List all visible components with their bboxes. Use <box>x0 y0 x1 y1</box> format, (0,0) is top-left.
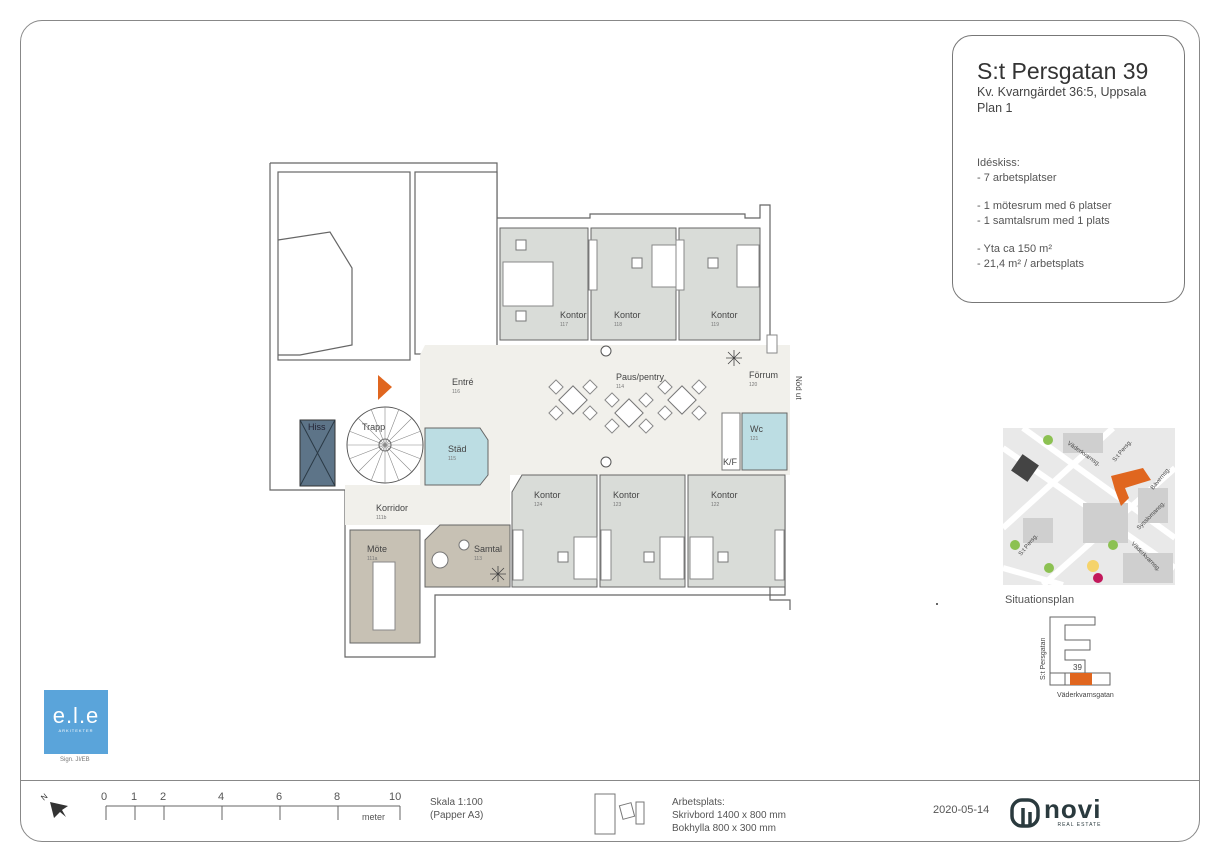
notes-heading: Idéskiss: <box>977 157 1020 169</box>
pentry-tables <box>558 385 697 428</box>
key-plan-street: S:t Persgatan <box>1040 637 1047 680</box>
bus-stop-icon <box>1043 435 1053 445</box>
scale-tick: 1 <box>131 791 137 803</box>
kf-label: K/F <box>723 457 738 467</box>
key-plan-street: Väderkvarnsgatan <box>1057 692 1114 699</box>
dot <box>936 603 938 605</box>
kitchen-fridge <box>721 412 741 471</box>
key-plan: 39 S:t Persgatan Väderkvarnsgatan <box>1040 616 1114 699</box>
scale-text: Skala 1:100(Papper A3) <box>430 797 484 821</box>
lift-label: Hiss <box>308 422 326 432</box>
column <box>600 456 612 468</box>
workplace-legend-icon <box>594 793 645 835</box>
bus-stop-icon <box>1108 540 1118 550</box>
scale-tick: 6 <box>276 791 282 803</box>
situation-caption: Situationsplan <box>1005 594 1075 606</box>
poi-icon <box>1087 560 1099 572</box>
novi-logo: novi REAL ESTATE <box>1010 796 1101 829</box>
key-plan-highlight <box>1070 673 1092 685</box>
address-title: S:t Persgatan 39 <box>977 58 1149 84</box>
scale-unit: meter <box>362 812 385 822</box>
key-plan-number: 39 <box>1073 663 1082 672</box>
stair-treads <box>347 407 423 483</box>
scale-bar: 0 1 2 4 6 8 10 meter <box>101 791 401 822</box>
shelves <box>512 239 785 581</box>
drawing-frame <box>20 20 1200 842</box>
lift-cross <box>299 419 336 487</box>
property-name: Kv. Kvarngärdet 36:5, Uppsala <box>977 85 1147 99</box>
note: - Yta ca 150 m² <box>977 243 1052 255</box>
neighbor-space <box>277 171 411 361</box>
map-building <box>1011 454 1039 482</box>
plant-icon <box>490 566 506 582</box>
situation-map: Väderkvarnsg. S:t Persg. Bävernsg. S:t P… <box>1003 428 1175 585</box>
plant-icon <box>726 350 742 366</box>
footer-divider <box>21 780 1199 781</box>
map-highlight-building <box>1111 468 1151 506</box>
date: 2020-05-14 <box>933 804 990 816</box>
samtal-room <box>424 524 511 588</box>
neighbor-space <box>414 171 498 355</box>
note: - 7 arbetsplatser <box>977 171 1057 184</box>
notes: Idéskiss: - 7 arbetsplatser - 1 mötesrum… <box>977 156 1184 271</box>
ele-logo: e.l.e ARKITEKTER <box>44 690 108 754</box>
stad-room <box>424 427 489 486</box>
chairs <box>431 239 729 569</box>
scale-tick: 0 <box>101 791 107 803</box>
emergency-exit-label: Nöd ut <box>794 376 803 400</box>
scale-tick: 8 <box>334 791 340 803</box>
column <box>600 345 612 357</box>
bus-stop-icon <box>1010 540 1020 550</box>
scale-tick: 10 <box>389 791 401 803</box>
north-arrow-icon: N <box>39 792 68 818</box>
bus-stop-icon <box>1044 563 1054 573</box>
outer-wall <box>269 163 786 658</box>
scale-tick: 4 <box>218 791 224 803</box>
note: - 21,4 m² / arbetsplats <box>977 257 1084 270</box>
note: - 1 samtalsrum med 1 plats <box>977 214 1110 227</box>
entrance-marker-icon <box>378 375 392 400</box>
pentry-chairs <box>548 379 707 434</box>
stair-label: Trapp <box>362 422 386 432</box>
poi-icon <box>1093 573 1103 583</box>
scale-tick: 2 <box>160 791 166 803</box>
wc-room <box>741 412 788 471</box>
title-block: S:t Persgatan 39 Kv. Kvarngärdet 36:5, U… <box>952 35 1185 303</box>
floor-label: Plan 1 <box>977 101 1013 115</box>
svg-text:N: N <box>39 792 49 803</box>
signature: Sign. JI/EB <box>60 757 90 763</box>
bay-window <box>277 231 353 356</box>
note: - 1 mötesrum med 6 platser <box>977 200 1112 212</box>
